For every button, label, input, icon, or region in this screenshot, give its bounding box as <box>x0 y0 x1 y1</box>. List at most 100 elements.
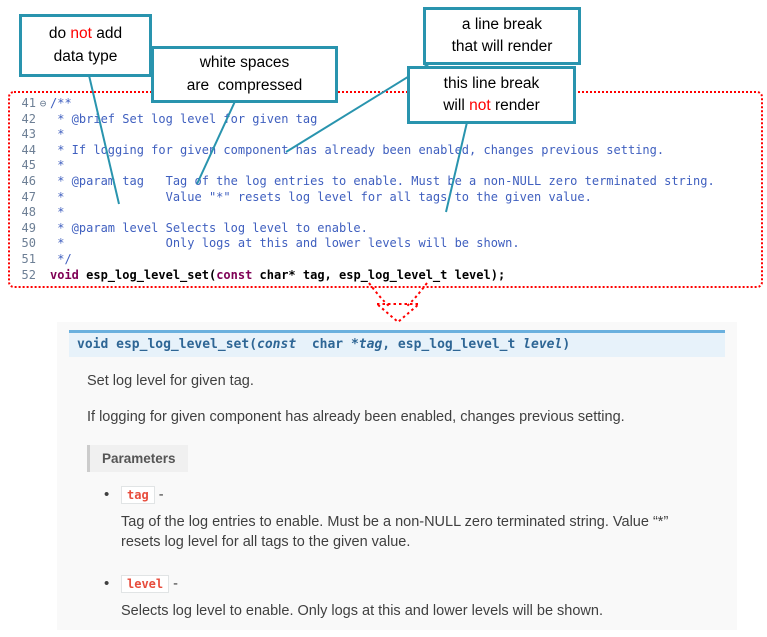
callout-text-part: white spaces <box>199 54 290 72</box>
code-text: * Value "*" resets log level for all tag… <box>50 190 592 206</box>
code-text: * <box>50 127 64 143</box>
parameter-item: level - Selects log level to enable. Only… <box>104 574 717 621</box>
parameter-head: tag - <box>121 486 717 506</box>
code-token: void <box>50 267 79 282</box>
parameter-description: Selects log level to enable. Only logs a… <box>121 602 603 619</box>
callout-line: a line break <box>462 14 542 36</box>
parameter-item: tag - Tag of the log entries to enable. M… <box>104 486 717 553</box>
signature-token: const <box>257 337 297 352</box>
line-number: 50 <box>21 236 36 251</box>
code-line: 52 void esp_log_level_set(const char* tag… <box>10 268 761 284</box>
callout-text-part: are compressed <box>186 76 303 94</box>
fold-icon <box>36 158 50 174</box>
callout-text-part: do <box>48 25 71 43</box>
code-token: * @brief Set log level for given tag <box>50 111 318 126</box>
code-line: 49 * @param level Selects log level to e… <box>10 221 761 237</box>
code-line: 46 * @param tag Tag of the log entries t… <box>10 174 761 190</box>
code-line: 50 * Only logs at this and lower levels … <box>10 236 761 252</box>
line-number: 43 <box>21 127 36 142</box>
code-line: 41⊖/** <box>10 96 761 112</box>
parameter-description: Tag of the log entries to enable. Must b… <box>121 514 669 551</box>
fold-icon <box>36 205 50 221</box>
fold-icon <box>36 112 50 128</box>
fold-icon <box>36 236 50 252</box>
callout-text-part: not <box>70 25 92 43</box>
callout-text-part: a line break <box>461 15 543 33</box>
parameter-dash: - <box>169 575 178 592</box>
line-number: 41 <box>21 96 36 110</box>
callout-line: data type <box>54 46 118 68</box>
callout-line-break-renders: a line break that will render <box>423 7 581 65</box>
code-text: * <box>50 158 64 174</box>
signature-token: tag <box>358 337 383 352</box>
signature-token: void <box>77 337 117 352</box>
code-text: * @param tag Tag of the log entries to e… <box>50 173 715 190</box>
code-token: * @param tag Tag of the log entries to e… <box>50 173 715 188</box>
line-number: 52 <box>21 267 36 282</box>
code-token: * If logging for given component has alr… <box>50 142 665 157</box>
code-token: esp_log_level_set( <box>78 267 217 282</box>
code-line: 51 */ <box>10 252 761 268</box>
fold-icon <box>36 252 50 268</box>
line-number: 49 <box>21 220 36 235</box>
callout-text-part: render <box>490 97 540 114</box>
callout-text-part: this line break <box>443 74 540 92</box>
code-text: * @param level Selects log level to enab… <box>50 221 368 237</box>
parameter-name: level <box>121 574 170 593</box>
callout-text-part: will <box>443 97 470 114</box>
code-line: 48 * <box>10 205 761 221</box>
line-number: 44 <box>21 142 36 157</box>
detail-text: If logging for given component has alrea… <box>87 409 625 425</box>
code-text: * If logging for given component has alr… <box>50 143 664 159</box>
code-token: */ <box>50 251 72 266</box>
parameters-label: Parameters <box>87 445 188 472</box>
code-lines: 41⊖/**42 * @brief Set log level for give… <box>10 96 761 283</box>
signature-token: esp_log_level_set <box>116 337 250 352</box>
code-token: * <box>50 205 65 220</box>
parameter-name: tag <box>121 486 155 504</box>
callout-text-part: data type <box>53 47 118 65</box>
brief-text: Set log level for given tag. <box>87 373 254 389</box>
callout-line: that will render <box>452 36 553 58</box>
fold-icon: ⊖ <box>39 97 47 110</box>
code-line: 45 * <box>10 158 761 174</box>
code-text: */ <box>50 251 72 268</box>
callout-text-part: not <box>469 97 491 114</box>
callout-line: will not render <box>443 95 540 117</box>
code-text: void esp_log_level_set(const char* tag, … <box>50 268 505 284</box>
rendered-docs-panel: void esp_log_level_set(const char *tag, … <box>57 322 737 630</box>
fold-icon <box>36 174 50 190</box>
callout-do-not-add-data-type: do not add data type <box>19 14 152 77</box>
line-number: 42 <box>21 111 36 126</box>
signature-token: ) <box>562 337 571 352</box>
code-token: * @param level Selects log level to enab… <box>50 220 368 235</box>
code-line: 44 * If logging for given component has … <box>10 143 761 159</box>
fold-icon <box>36 143 50 159</box>
code-line: 47 * Value "*" resets log level for all … <box>10 190 761 206</box>
parameter-head: level - <box>121 574 717 595</box>
code-token: * <box>50 127 65 142</box>
down-arrow-icon <box>374 303 422 324</box>
signature-token: , esp_log_level_t <box>382 337 524 352</box>
signature-token: char * <box>296 337 359 352</box>
fold-icon <box>36 268 50 284</box>
code-token: * <box>50 158 65 173</box>
code-text: * @brief Set log level for given tag <box>50 112 317 128</box>
signature-token: ( <box>249 337 258 352</box>
code-line: 43 * <box>10 127 761 143</box>
line-number: 48 <box>21 205 36 220</box>
parameters-list: tag - Tag of the log entries to enable. M… <box>57 486 737 621</box>
code-text: * <box>50 205 64 221</box>
code-token: char* tag, esp_log_level_t level); <box>252 267 506 282</box>
code-line: 42 * @brief Set log level for given tag <box>10 112 761 128</box>
callout-text-part: add <box>91 25 123 43</box>
line-number: 46 <box>21 173 36 188</box>
function-signature: void esp_log_level_set(const char *tag, … <box>69 330 725 357</box>
callout-line: this line break <box>444 73 540 95</box>
fold-icon <box>36 190 50 206</box>
fold-icon <box>36 221 50 237</box>
code-editor-snippet: 41⊖/**42 * @brief Set log level for give… <box>8 91 763 288</box>
fold-icon <box>36 127 50 143</box>
code-token: * Value "*" resets log level for all tag… <box>50 189 592 204</box>
